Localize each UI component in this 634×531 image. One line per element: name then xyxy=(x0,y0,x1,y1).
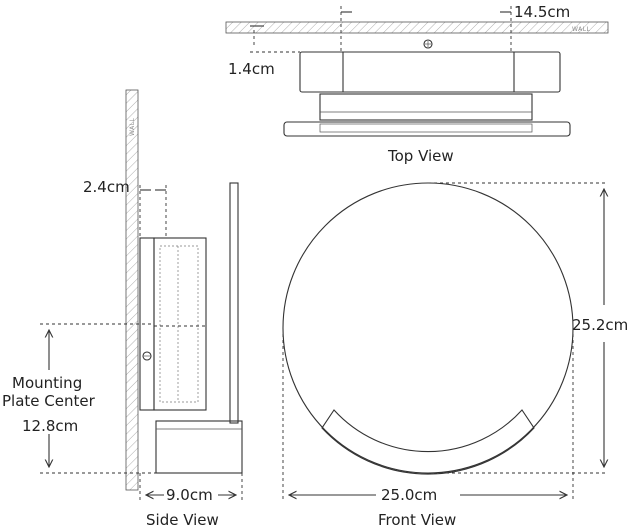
top-offset-label: 1.4cm xyxy=(228,60,275,78)
top-front-plate xyxy=(283,121,571,137)
side-view: WALL 2.4cm Mounting Plate Center 12.8cm xyxy=(2,89,243,529)
side-screw-icon xyxy=(142,351,152,361)
front-height-label: 25.2cm xyxy=(572,316,628,334)
top-body xyxy=(319,93,533,121)
top-screw-icon xyxy=(423,39,433,49)
front-disc xyxy=(282,182,574,474)
top-view-title: Top View xyxy=(387,147,454,165)
top-depth-label: 14.5cm xyxy=(514,3,570,21)
front-arc-diffuser xyxy=(321,409,535,475)
mounting-height-label: 12.8cm xyxy=(22,417,78,435)
mounting-label-line2: Plate Center xyxy=(2,392,96,410)
side-wall-strip xyxy=(125,89,139,491)
side-offset-label: 2.4cm xyxy=(83,178,130,196)
side-body xyxy=(153,237,207,411)
front-width-label: 25.0cm xyxy=(381,486,437,504)
top-wall-strip xyxy=(225,21,609,34)
front-view-title: Front View xyxy=(378,511,456,529)
side-base xyxy=(155,420,243,474)
top-view: WALL 14.5cm 1.4cm Top View xyxy=(225,3,609,165)
side-front-panel xyxy=(229,182,239,424)
mounting-label-line1: Mounting xyxy=(12,374,82,392)
side-view-title: Side View xyxy=(146,511,219,529)
top-wall-label: WALL xyxy=(572,26,591,33)
front-view: 25.2cm 25.0cm Front View xyxy=(282,182,628,529)
side-wall-label: WALL xyxy=(129,117,136,136)
side-depth-label: 9.0cm xyxy=(166,486,213,504)
top-plate-box xyxy=(299,51,561,93)
